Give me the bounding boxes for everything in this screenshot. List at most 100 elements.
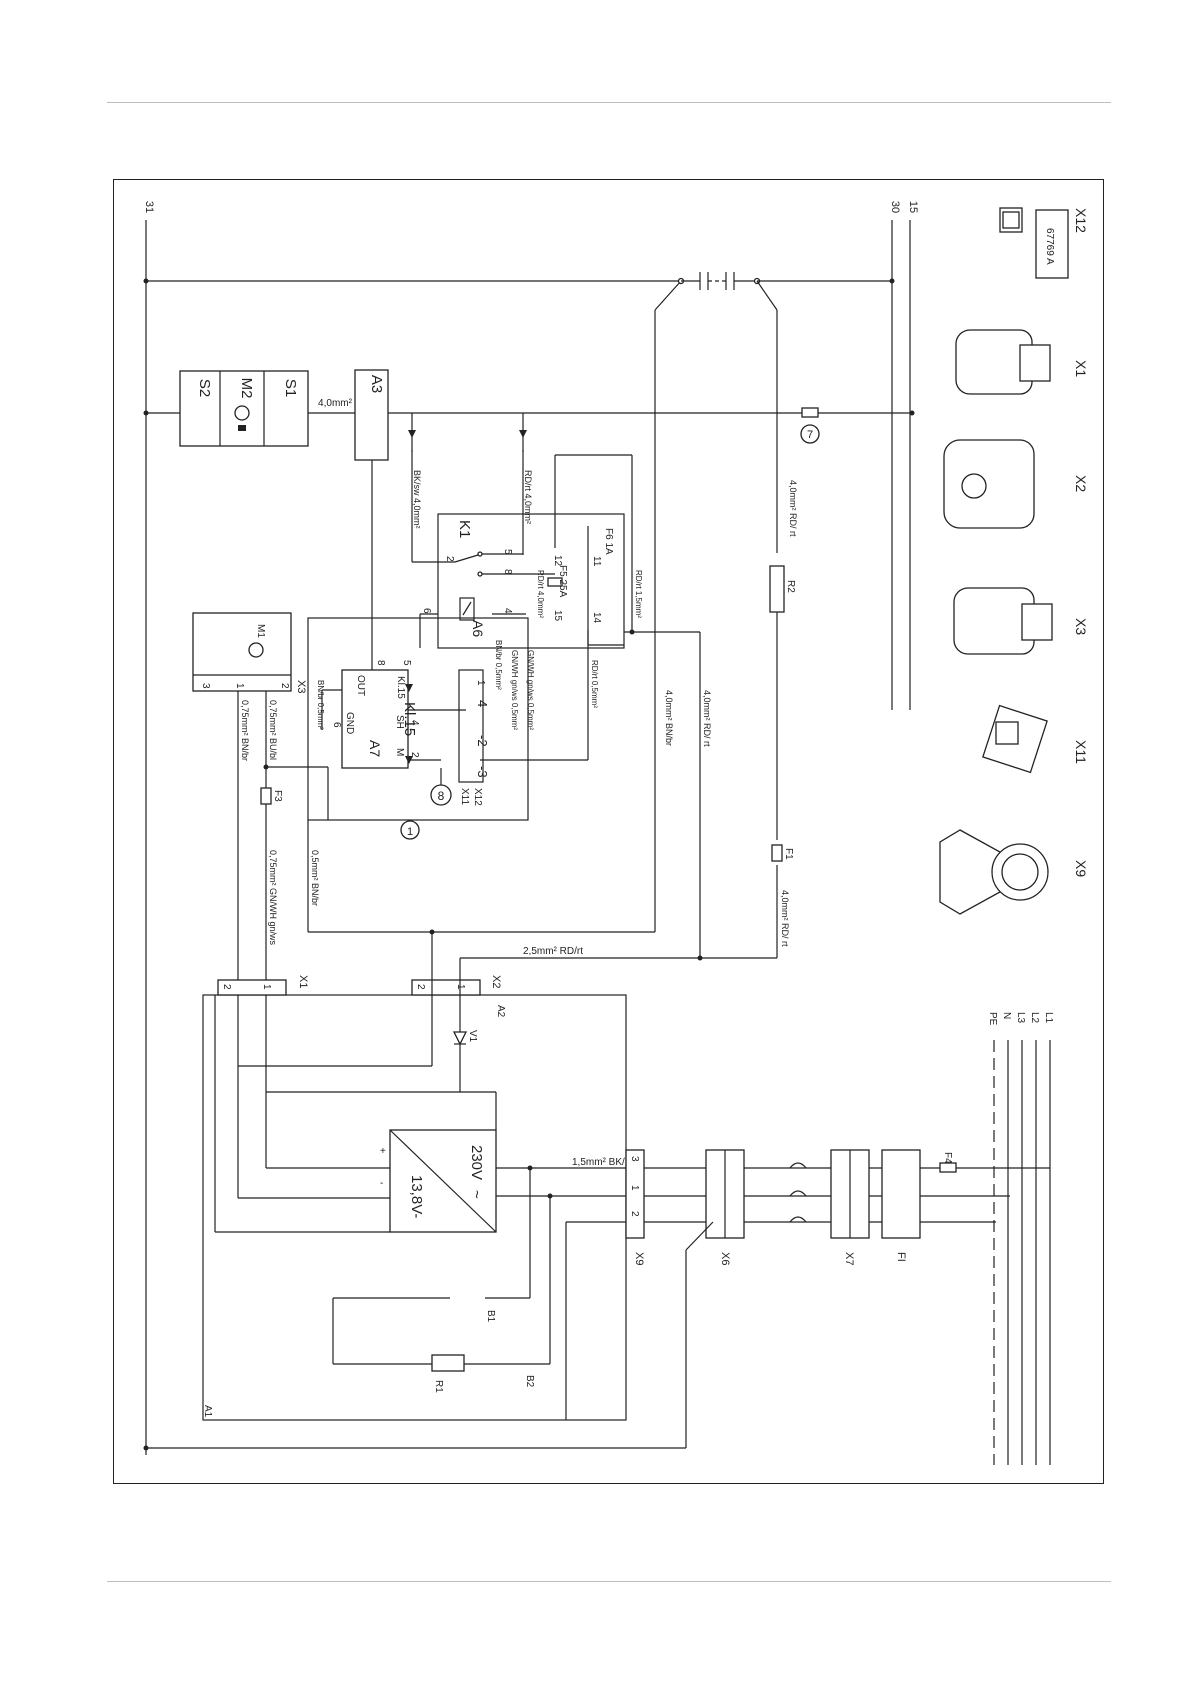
label: 2,5mm² RD/rt bbox=[523, 946, 583, 957]
label: 5 bbox=[502, 549, 513, 555]
label: 4 bbox=[409, 720, 420, 726]
label: GN/WH gn/ws 0,5mm² bbox=[526, 650, 535, 730]
relay-K1-box bbox=[437, 513, 625, 649]
connector-X11-X12 bbox=[458, 669, 484, 783]
x3-plug-icon: X3 bbox=[953, 587, 1089, 655]
label-X1-small: X1 bbox=[297, 975, 309, 988]
label: 2 bbox=[409, 752, 420, 758]
label: 4 bbox=[475, 700, 490, 707]
fan-M1-box bbox=[192, 612, 292, 692]
wire-label-1: 4,0mm² bbox=[318, 398, 353, 409]
label-A2: A2 bbox=[495, 1005, 506, 1018]
label: 14 bbox=[591, 612, 602, 624]
label: GN/WH gn/ws 0,5mm² bbox=[510, 650, 519, 730]
wire-label-3: RD/rt 4,0mm² bbox=[523, 470, 533, 524]
label: 2 bbox=[629, 1211, 640, 1217]
label: - bbox=[380, 1178, 383, 1189]
fuse-7 bbox=[801, 407, 819, 418]
label-A7: A7 bbox=[367, 740, 383, 757]
label: 4,0mm² RD/ rt bbox=[702, 690, 712, 747]
label: 1 bbox=[234, 683, 245, 689]
x11-plug-icon: X11 bbox=[982, 704, 1089, 774]
label: 3 bbox=[200, 683, 211, 689]
connector-X2 bbox=[411, 979, 481, 996]
label: N bbox=[1001, 1012, 1012, 1019]
fuse-F4 bbox=[939, 1162, 957, 1173]
label: L1 bbox=[1043, 1012, 1054, 1024]
label: 1 bbox=[261, 984, 272, 990]
label: Kl.15 bbox=[395, 676, 406, 699]
label: L2 bbox=[1029, 1012, 1040, 1024]
label-S1: S1 bbox=[282, 379, 299, 397]
label: 2 bbox=[279, 683, 290, 689]
x2-plug-icon: X2 bbox=[943, 439, 1089, 529]
fuse-F5 bbox=[547, 577, 563, 587]
label: 8 bbox=[438, 789, 445, 803]
fan-M1-icon bbox=[248, 642, 264, 658]
rail-31-label: 31 bbox=[143, 201, 155, 213]
label: -2 bbox=[475, 735, 490, 747]
label: 4,0mm² RD/ rt bbox=[780, 890, 790, 947]
label: R1 bbox=[433, 1380, 444, 1393]
label-M2: M2 bbox=[238, 378, 255, 399]
x1-plug-icon: X1 bbox=[955, 329, 1089, 395]
label-X3-small: X3 bbox=[295, 680, 307, 693]
label-X7: X7 bbox=[843, 1252, 855, 1265]
label: + bbox=[380, 1146, 386, 1157]
label: RD/rt 0,5mm² bbox=[590, 660, 599, 708]
label-S2: S2 bbox=[196, 379, 213, 397]
label: RD/rt 4,0mm² bbox=[536, 570, 545, 618]
connector-X1 bbox=[217, 979, 287, 996]
label-X12-small: X12 bbox=[472, 788, 483, 806]
label: 2 bbox=[444, 556, 455, 562]
label: SH bbox=[394, 715, 405, 729]
label: 67769 A bbox=[1044, 228, 1055, 265]
label: 3 bbox=[629, 1156, 640, 1162]
wire-loops bbox=[789, 1162, 807, 1223]
label: 2 bbox=[415, 984, 426, 990]
label: ~ bbox=[468, 1190, 485, 1199]
label: 5 bbox=[401, 660, 412, 666]
label-B1: B1 bbox=[485, 1310, 496, 1323]
label-K1: K1 bbox=[456, 520, 473, 538]
label: V1 bbox=[467, 1030, 478, 1043]
label: 15 bbox=[552, 610, 563, 622]
label-A6: A6 bbox=[470, 620, 486, 637]
label: 1 bbox=[407, 826, 413, 838]
rail-15-label: 15 bbox=[907, 201, 919, 213]
wire-label-2: BK/sw 4,0mm² bbox=[412, 470, 422, 529]
resistor-R1 bbox=[431, 1354, 465, 1372]
label-A1: A1 bbox=[202, 1405, 213, 1418]
bottom-rule bbox=[107, 1581, 1111, 1582]
label-M1: M1 bbox=[255, 624, 266, 638]
label: RD/rt 1,5mm² bbox=[634, 570, 643, 618]
relay-coil bbox=[459, 597, 475, 621]
label: 4,0mm² BN/br bbox=[664, 690, 674, 746]
label: M bbox=[394, 748, 405, 756]
fuse-F3 bbox=[260, 787, 272, 805]
x12-detail: 67769 A X12 bbox=[999, 207, 1089, 279]
diagram-frame bbox=[113, 179, 1104, 1484]
label: 6 bbox=[421, 608, 432, 614]
callout-7-label: 7 bbox=[807, 429, 813, 441]
label: BN/br 0,5mm² bbox=[494, 640, 503, 690]
connector-X9 bbox=[625, 1149, 645, 1239]
label-X2: X2 bbox=[1073, 475, 1089, 492]
label-FI: FI bbox=[895, 1252, 907, 1262]
label: OUT bbox=[355, 675, 366, 696]
label: 8 bbox=[375, 660, 386, 666]
label: 4,0mm² RD/ rt bbox=[788, 480, 798, 537]
label: PE bbox=[987, 1012, 998, 1026]
rail-30-label: 30 bbox=[889, 201, 901, 213]
label: 1 bbox=[475, 680, 486, 686]
label-B2: B2 bbox=[524, 1375, 535, 1388]
callout-7 bbox=[800, 424, 820, 444]
label-X11-small: X11 bbox=[459, 788, 470, 805]
label: F1 bbox=[783, 848, 794, 860]
x9-socket-icon: X9 bbox=[939, 829, 1089, 915]
label: 4 bbox=[502, 608, 513, 614]
label: F6 1A bbox=[603, 528, 614, 555]
label: 0,5mm² BN/br bbox=[310, 850, 320, 906]
control-area bbox=[307, 617, 529, 821]
